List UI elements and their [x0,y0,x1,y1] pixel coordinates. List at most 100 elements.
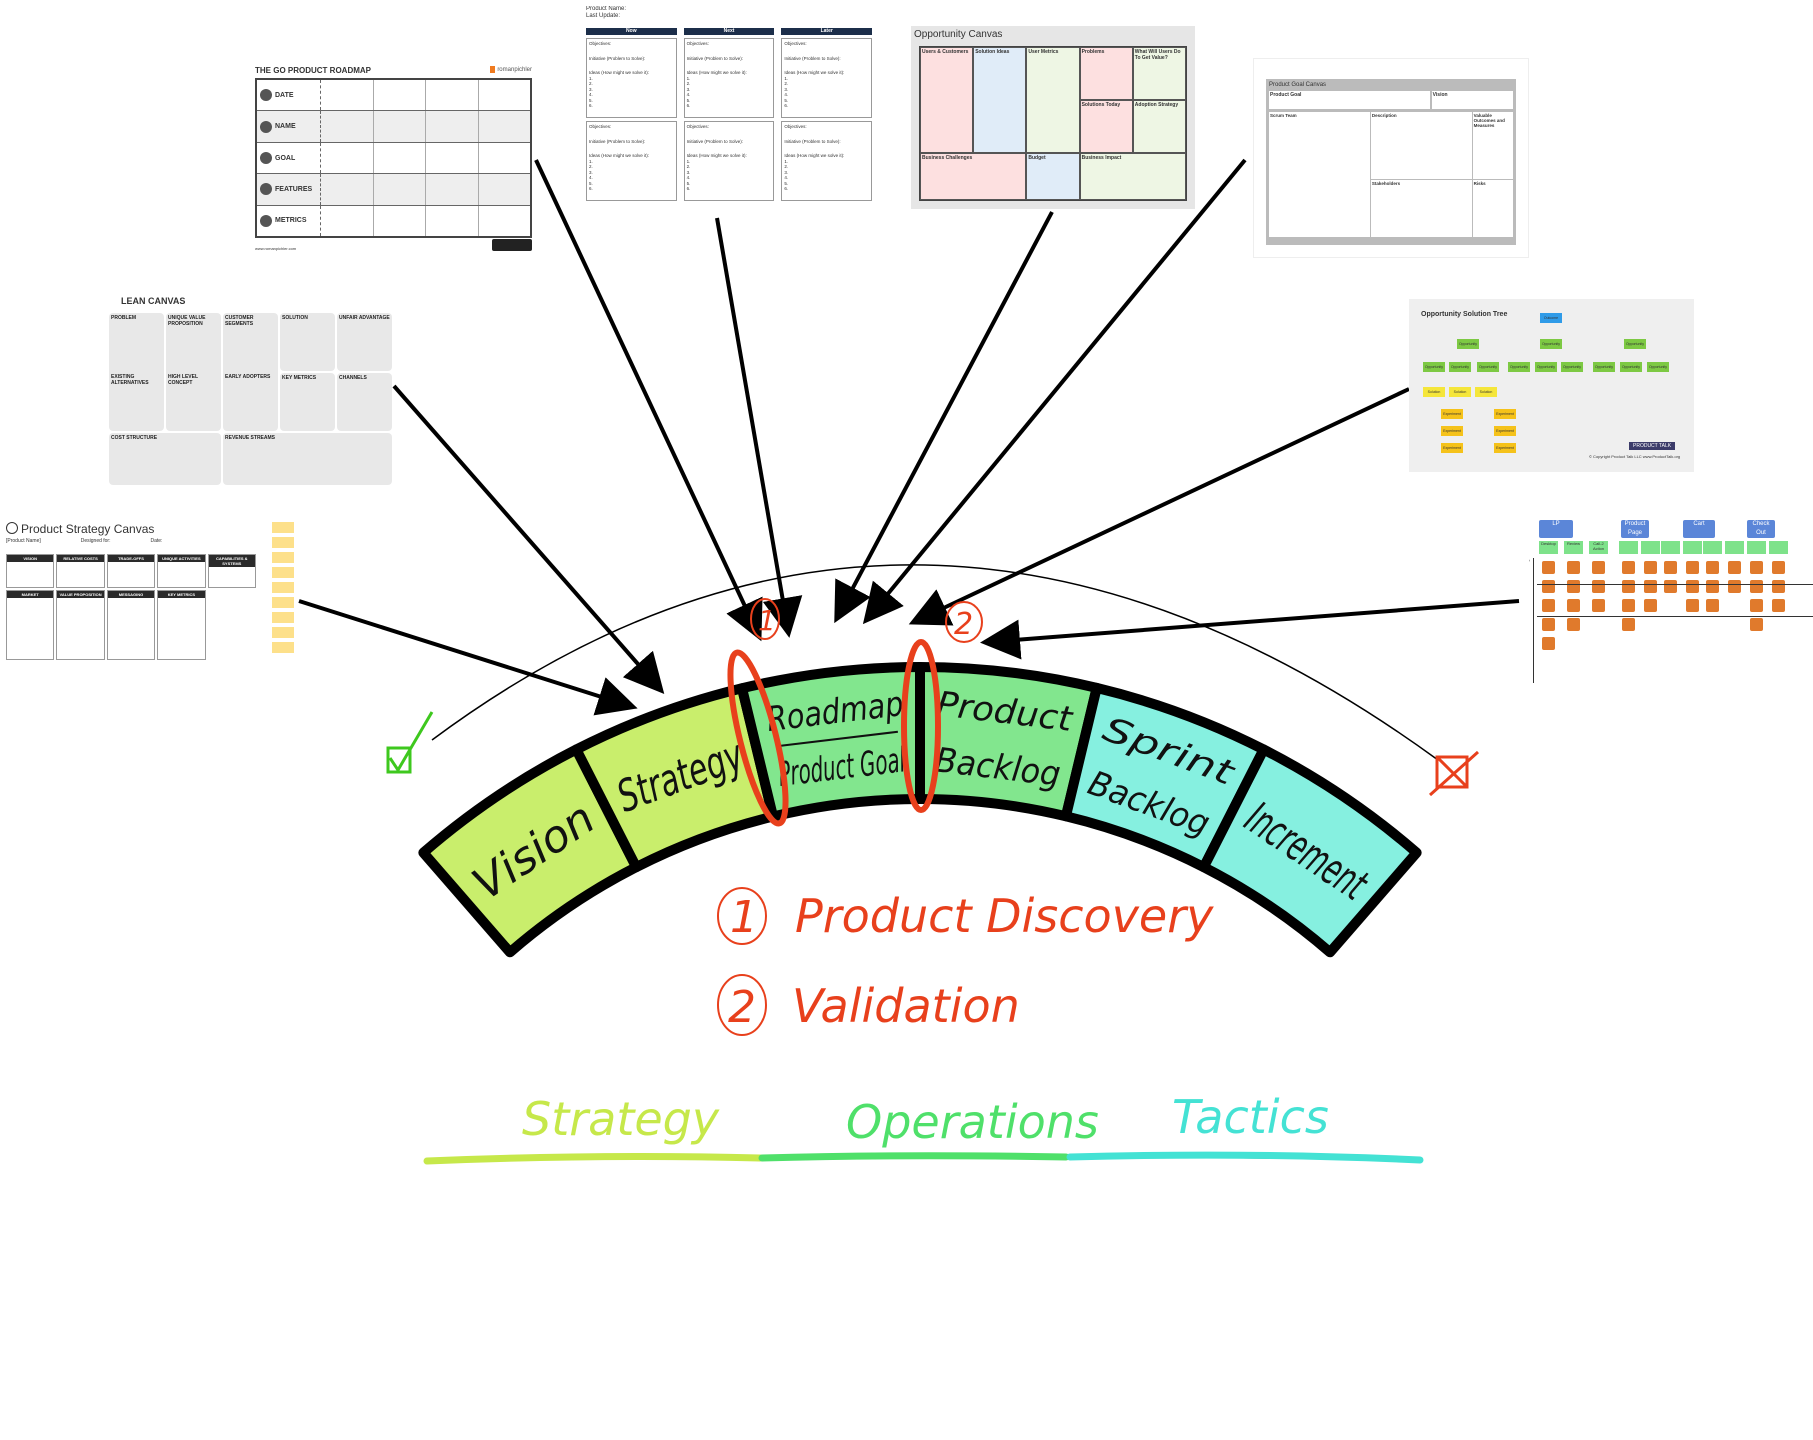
product-name-label: Product Name: [586,6,627,12]
story-card [1750,580,1763,593]
row-goal: GOAL [275,154,296,162]
card-line: 2. [686,81,691,86]
story-card [1728,561,1741,574]
section-solutions-today: Solutions Today [1079,99,1133,153]
sticky-notes [272,522,294,657]
validation-ring [901,639,941,813]
card-line: Initiative (Problem to Solve): [589,138,646,144]
section-key-metrics: KEY METRICS [280,372,335,431]
section-business-challenges: Business Challenges [920,152,1027,200]
ost-node-opportunity: Opportunity [1508,362,1530,372]
card-line: Initiative (Problem to Solve): [784,138,841,144]
card-line: Ideas (How might we solve it): [589,153,650,158]
roadmap-divider [778,730,898,747]
section-scrum-team: Scrum Team [1269,112,1370,237]
section-users: Users & Customers [920,47,974,153]
ost-copyright: © Copyright Product Talk LLC www.Product… [1589,454,1681,459]
ost-node-experiment: Experiment [1441,426,1463,436]
story-card [1622,618,1635,631]
zone-strategy-line [423,1153,764,1165]
card-line: 6. [589,186,593,191]
ost-node-outcome: Outcome [1540,313,1562,323]
section-unfair-advantage: UNFAIR ADVANTAGE [337,313,392,371]
legend-one-circle [717,887,767,945]
task-card [1661,541,1680,554]
ost-node-opportunity: Opportunity [1535,362,1557,372]
opportunity-canvas: Opportunity Canvas Users & Customers Pro… [911,26,1195,209]
section-uvp-cell: UNIQUE VALUE PROPOSITION HIGH LEVEL CONC… [166,313,221,431]
nnl-card: Objectives:Initiative (Problem to Solve)… [586,38,677,118]
story-card [1706,561,1719,574]
star-icon [260,183,272,196]
row-metrics: METRICS [275,217,307,225]
card-line: 3. [589,86,593,92]
release-line-v2 [1537,616,1813,617]
task-card: Call-2 Action [1589,541,1608,554]
section-customer-segments-cell: CUSTOMER SEGMENTS EARLY ADOPTERS [223,313,278,431]
strategy-section: MARKET [6,590,55,660]
success-arc [431,564,1439,761]
go-roadmap-title: THE GO PRODUCT ROADMAP [255,66,371,75]
story-card [1567,599,1580,612]
card-line: 3. [686,169,691,175]
story-card [1567,561,1580,574]
card-line: Initiative (Problem to Solve): [589,55,646,61]
story-card [1772,599,1785,612]
story-card [1622,599,1635,612]
zone-strategy-label: Strategy [522,1092,720,1146]
story-card [1542,599,1555,612]
story-card [1772,561,1785,574]
story-card [1542,618,1555,631]
arrow-opportunity-tree [908,387,1410,626]
arrow-strategy-canvas [298,599,638,716]
card-line: 6. [589,103,593,108]
task-card: Review [1564,541,1583,554]
card-line: 3. [589,169,593,175]
story-card [1728,580,1741,593]
card-line: 5. [686,97,691,103]
creative-commons-badge [492,239,532,251]
strategy-section: RELATIVE COSTS [56,554,105,588]
story-card [1542,637,1555,650]
activity-card: Check Out [1747,520,1775,538]
opportunity-canvas-title: Opportunity Canvas [914,29,1003,40]
section-business-impact: Business Impact [1079,152,1186,200]
card-line: 6. [686,103,691,108]
task-card [1769,541,1788,554]
arrow-now-next-later [715,217,803,638]
arrow-lean-canvas [392,384,665,695]
story-card [1644,561,1657,574]
section-product-goal: Product Goal [1269,91,1430,109]
ost-title: Opportunity Solution Tree [1421,311,1508,318]
card-line: 5. [784,180,789,186]
arrow-product-goal-canvas [862,158,1247,625]
card-line: 2. [686,164,691,169]
nnl-column-header: Next [683,28,775,35]
card-line: 4. [589,92,593,97]
card-line: Objectives: [784,124,807,129]
ost-node-opportunity: Opportunity [1477,362,1499,372]
strategy-section-header: TRADE-OFFS [107,555,155,562]
section-problem-cell: PROBLEM EXISTING ALTERNATIVES [109,313,164,431]
marker-one-circle [750,598,780,640]
story-card [1592,599,1605,612]
axis-high: high [1529,556,1531,565]
ost-node-solution: Solution [1475,387,1497,397]
card-line: 1. [686,75,691,81]
story-card [1750,561,1763,574]
nnl-card: Objectives:Initiative (Problem to Solve)… [683,38,775,118]
card-line: 4. [784,92,789,97]
ost-node-opportunity: Opportunity [1593,362,1615,372]
section-channels: CHANNELS [337,372,392,431]
card-line: Ideas (How might we solve it): [784,70,845,75]
section-problem: PROBLEM [111,315,136,321]
story-card [1706,599,1719,612]
nnl-card: Objectives: Initiative (Problem to Solve)… [781,121,872,201]
card-line: 1. [784,158,789,164]
card-line: 4. [686,175,691,180]
product-strategy-canvas: Product Strategy Canvas [Product Name]De… [6,522,256,679]
